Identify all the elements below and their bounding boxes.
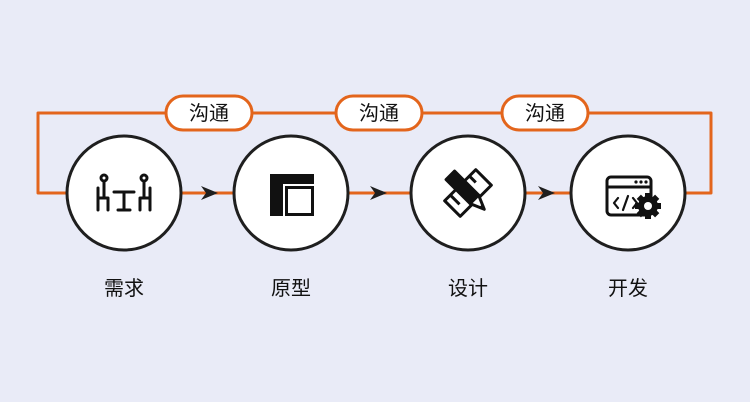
right-return-line [588, 111, 713, 195]
layout-wireframe-icon [270, 174, 314, 216]
flow-arrows [201, 186, 555, 200]
step-label-prototype: 原型 [271, 276, 311, 300]
arrow-icon [201, 186, 218, 200]
communication-pills [164, 94, 590, 132]
pill [164, 94, 254, 132]
code-window-gear-icon [605, 175, 661, 219]
pill-label-communication: 沟通 [189, 101, 229, 125]
pill [334, 94, 424, 132]
meeting-people-icon [96, 173, 152, 212]
step-node-prototype [232, 134, 350, 252]
pencil-ruler-icon [443, 168, 493, 218]
pill-label-communication: 沟通 [525, 101, 565, 125]
arrow-icon [370, 186, 387, 200]
pill [500, 94, 590, 132]
arrow-icon [538, 186, 555, 200]
step-label-requirements: 需求 [104, 276, 144, 300]
step-nodes [65, 134, 687, 252]
left-return-line [36, 111, 166, 195]
step-label-development: 开发 [608, 276, 648, 300]
step-node-development [569, 134, 687, 252]
step-label-design: 设计 [448, 276, 488, 300]
pill-label-communication: 沟通 [359, 101, 399, 125]
